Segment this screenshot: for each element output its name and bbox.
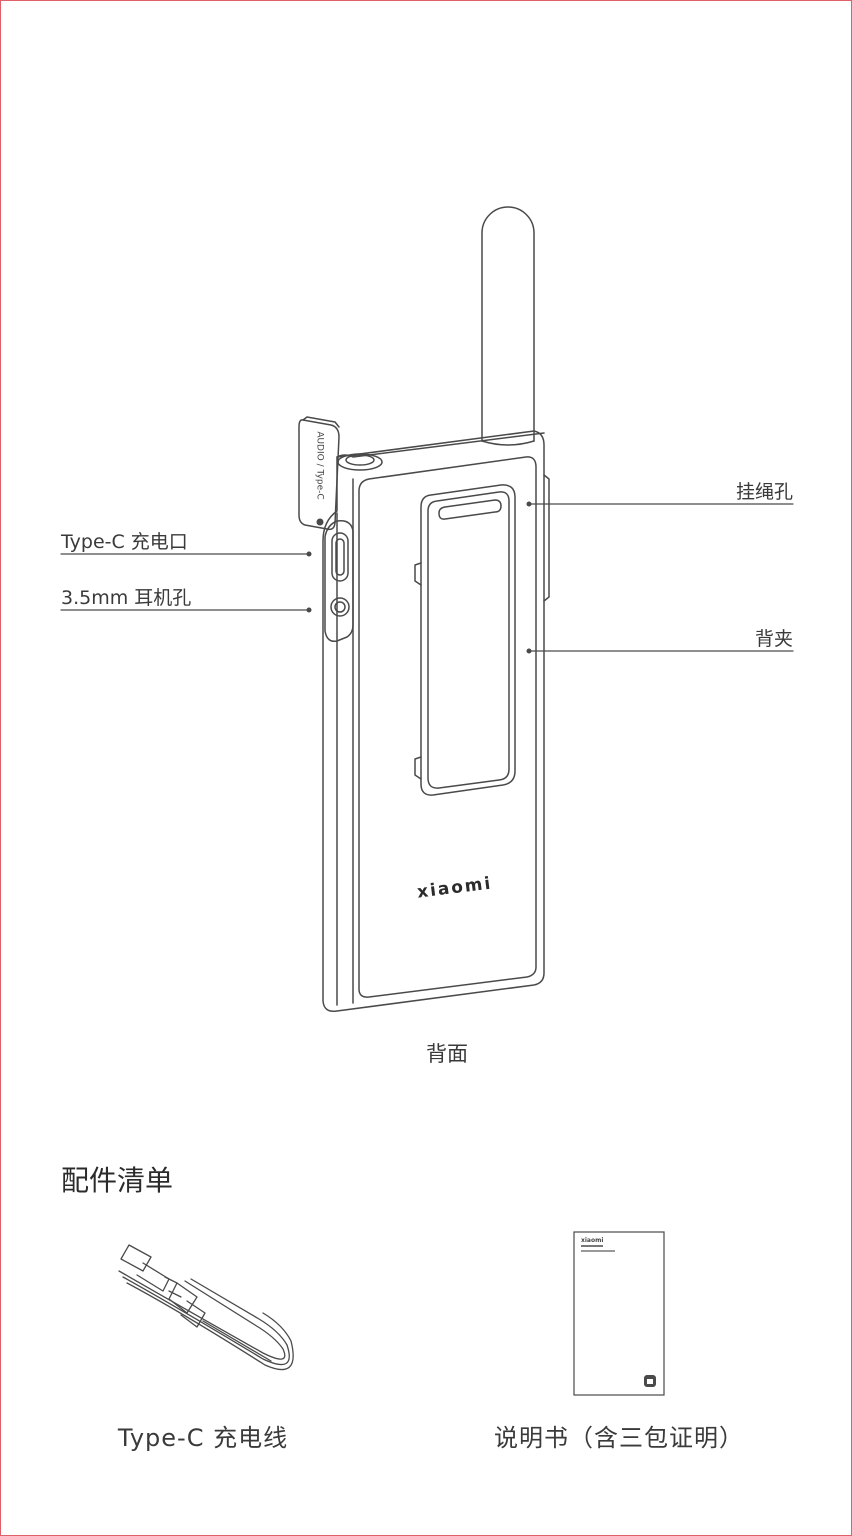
callout-lanyard-hole: 挂绳孔 xyxy=(735,481,793,503)
manual-booklet-icon xyxy=(573,1231,665,1396)
usb-cable-icon xyxy=(118,1244,294,1371)
view-caption: 背面 xyxy=(426,1042,468,1066)
accessory-cable-label: Type-C 充电线 xyxy=(117,1424,289,1452)
accessory-manual-label: 说明书（含三包证明） xyxy=(494,1424,744,1452)
flap-port-label: AUDIO / Type-C xyxy=(314,431,325,500)
side-port-housing xyxy=(324,519,354,643)
antenna xyxy=(481,206,535,446)
typec-port-icon xyxy=(331,532,349,582)
audio-jack-icon xyxy=(330,597,350,617)
callout-typec-port: Type-C 充电口 xyxy=(61,531,188,553)
back-clip xyxy=(414,484,516,796)
callout-audio-jack: 3.5mm 耳机孔 xyxy=(61,587,192,609)
callout-back-clip: 背夹 xyxy=(754,628,793,650)
back-plate xyxy=(358,456,537,998)
manual-cover-brand: xiaomi xyxy=(581,1237,604,1244)
accessories-title: 配件清单 xyxy=(61,1164,174,1197)
callout-lines xyxy=(60,503,794,652)
callout-dots xyxy=(306,501,532,654)
